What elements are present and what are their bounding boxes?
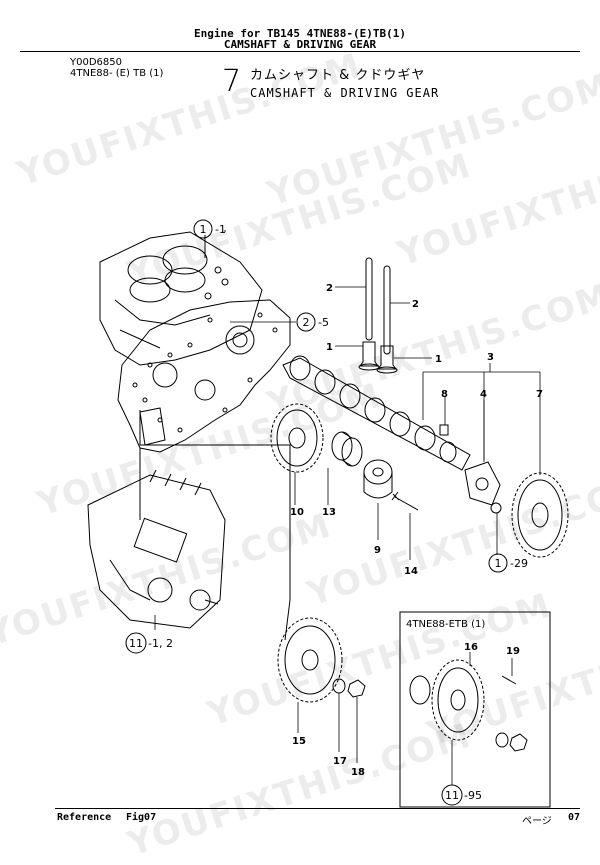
part-label-2: 2 [326, 283, 333, 294]
part-label-18: 18 [351, 767, 365, 778]
inset-gear-assembly [409, 659, 528, 752]
page-header-title: CAMSHAFT & DRIVING GEAR [223, 38, 377, 51]
part-label-7: 7 [536, 389, 543, 400]
section-title-en: CAMSHAFT & DRIVING GEAR [250, 86, 440, 100]
page-header-model: Engine for TB145 4TNE88-(E)TB(1) [194, 27, 406, 40]
fuel-injection-pump [87, 469, 226, 629]
part-label-14: 14 [404, 566, 418, 577]
part-label-15: 15 [292, 736, 306, 747]
part-label-17: 17 [333, 756, 347, 767]
camshaft-gear [511, 472, 569, 558]
ref-circle-2: 2 [303, 316, 310, 329]
part-label-3: 3 [487, 352, 494, 363]
header-divider [20, 51, 580, 52]
doc-code: Y00D6850 [70, 57, 122, 68]
pump-drive-gear [277, 617, 343, 703]
part-label-13: 13 [322, 507, 336, 518]
ref-circle-11: 11 [129, 637, 143, 650]
ref-circle-11: 11 [445, 789, 459, 802]
tappets [358, 341, 398, 374]
ref-suffix: -1, 2 [148, 637, 173, 650]
ref-suffix: -95 [464, 789, 482, 802]
bolt [391, 491, 419, 511]
ref-suffix: -29 [510, 557, 528, 570]
thrust-plate [464, 461, 501, 506]
part-label-10: 10 [290, 507, 304, 518]
ref-suffix: -1 [215, 223, 226, 236]
ref-suffix: -5 [318, 316, 329, 329]
section-number: 7 [222, 64, 242, 99]
gear-housing-plate [117, 299, 291, 453]
idler-gear [270, 403, 324, 473]
woodruff-key [439, 424, 449, 436]
idler-shaft [363, 459, 393, 499]
footer-reference: Reference [57, 812, 112, 823]
footer-divider [55, 808, 580, 809]
leader-lines [154, 230, 541, 785]
ref-circle-1: 1 [495, 557, 502, 570]
part-label-19: 19 [506, 646, 520, 657]
footer-fig: Fig07 [126, 812, 157, 823]
ref-circle-1: 1 [200, 223, 207, 236]
part-label-1: 1 [435, 354, 442, 365]
inset-title: 4TNE88-ETB (1) [406, 619, 485, 630]
cam-gear-bolt [490, 502, 502, 514]
inset-box [399, 611, 551, 808]
part-label-1: 1 [326, 342, 333, 353]
engine-block [99, 231, 263, 366]
part-label-4: 4 [480, 389, 487, 400]
push-rods [365, 257, 391, 355]
idler-bushing [331, 431, 363, 467]
footer-page-label: ページ [522, 816, 552, 827]
part-label-16: 16 [464, 642, 478, 653]
camshaft [282, 355, 471, 471]
model-code: 4TNE88- (E) TB (1) [70, 68, 164, 79]
section-title-jp: カムシャフト & クドウギヤ [250, 68, 426, 83]
footer-page-number: 07 [568, 812, 581, 823]
part-label-8: 8 [441, 389, 448, 400]
part-label-2: 2 [412, 299, 419, 310]
nut [347, 679, 366, 698]
part-label-9: 9 [374, 545, 381, 556]
